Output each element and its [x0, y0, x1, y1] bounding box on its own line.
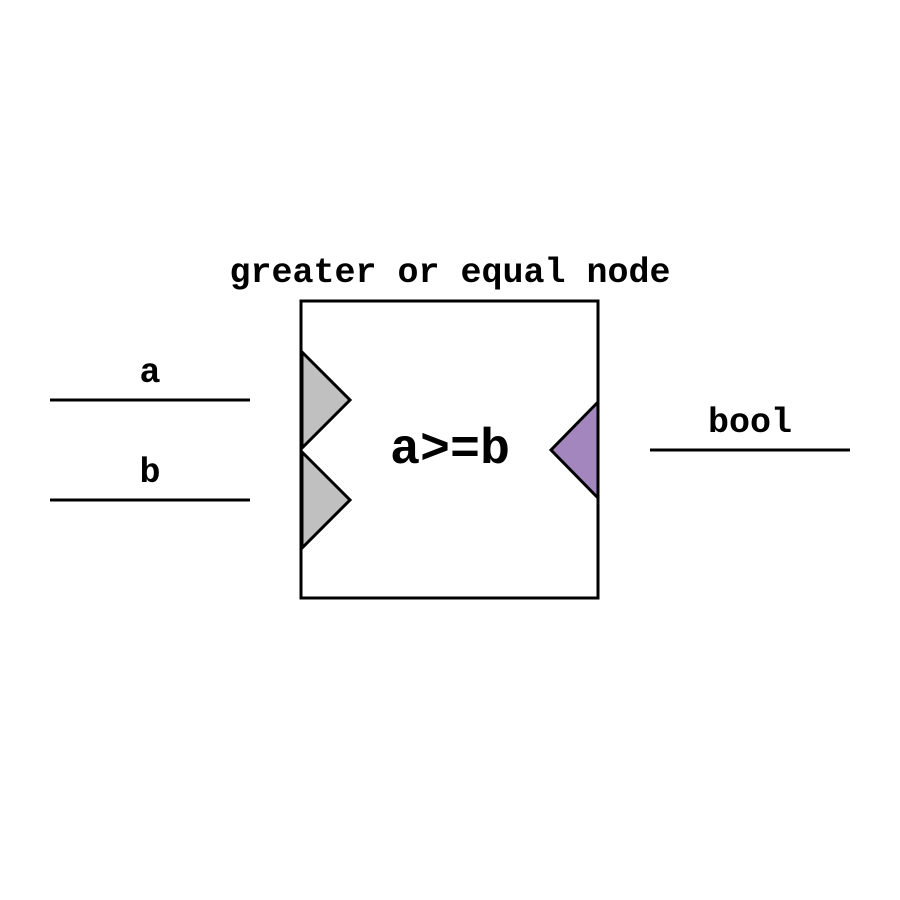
input-label-b: b: [139, 453, 160, 493]
input-label-a: a: [139, 353, 160, 393]
input-port-a[interactable]: [300, 348, 353, 452]
output-label-bool: bool: [708, 403, 792, 443]
node-box[interactable]: [299, 299, 600, 600]
input-port-b[interactable]: [300, 448, 353, 552]
node-operator-label: a>=b: [390, 422, 510, 479]
output-port-bool[interactable]: [548, 398, 600, 502]
node-title: greater or equal node: [229, 253, 670, 293]
